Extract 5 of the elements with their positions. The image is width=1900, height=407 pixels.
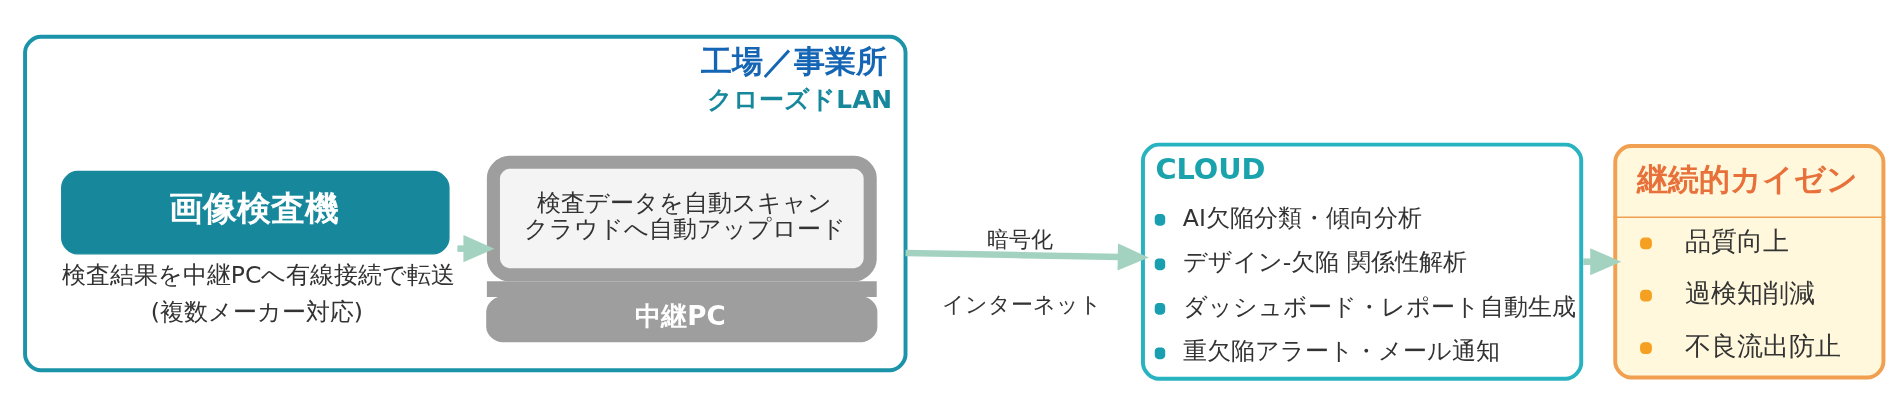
arrow [905,243,1149,271]
edge-label: 暗号化 [987,225,1054,252]
label: インターネット [942,290,1103,317]
node-label: 検査結果を中継PCへ有線接続で転送 [61,261,456,290]
node-label: (複数メーカー対応) [150,297,364,326]
